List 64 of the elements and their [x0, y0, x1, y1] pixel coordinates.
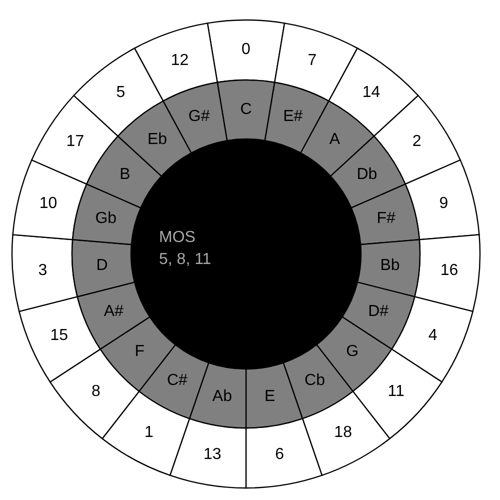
- note-name: Bb: [380, 256, 400, 275]
- inner-ring-segment: [71, 183, 142, 246]
- outer-ring-segment: [404, 159, 481, 241]
- segment-number: 16: [440, 262, 458, 280]
- segment-number: 6: [275, 446, 284, 464]
- note-name: F#: [376, 210, 396, 228]
- segment-number: 15: [50, 326, 68, 345]
- note-name: E#: [283, 108, 303, 126]
- note-name: Cb: [304, 372, 325, 390]
- outer-ring-segment: [301, 390, 391, 477]
- inner-ring-segment: [138, 343, 210, 420]
- note-name: G: [346, 342, 359, 361]
- segment-number: 1: [144, 424, 154, 442]
- note-name: D: [96, 256, 108, 275]
- note-name: F: [134, 342, 145, 361]
- inner-ring-segment: [188, 361, 248, 429]
- inner-ring-segment: [71, 238, 136, 298]
- note-name: A: [329, 130, 340, 149]
- center-heading: MOS: [159, 228, 196, 248]
- segment-number: 12: [170, 52, 189, 70]
- outer-ring-segment: [18, 295, 102, 383]
- note-name: Gb: [95, 210, 117, 228]
- outer-ring-segment: [101, 390, 191, 477]
- note-name: D#: [368, 303, 389, 322]
- note-name: C#: [167, 372, 188, 390]
- outer-ring-segment: [30, 94, 119, 186]
- inner-ring-segment: [329, 135, 407, 209]
- segment-number: 7: [308, 52, 317, 70]
- center-text: 5, 8, 11: [159, 250, 212, 270]
- inner-ring-segment: [356, 238, 421, 298]
- segment-number: 14: [362, 84, 380, 102]
- segment-number: 5: [116, 84, 126, 102]
- note-name: C: [240, 100, 252, 118]
- outer-ring-segment: [11, 233, 79, 313]
- segment-number: 3: [38, 262, 48, 280]
- segment-number: 2: [412, 133, 422, 152]
- outer-ring-segment: [206, 19, 286, 84]
- segment-number: 11: [388, 383, 404, 402]
- outer-ring-segment: [390, 295, 474, 383]
- outer-ring-segment: [169, 417, 248, 489]
- inner-ring-segment: [263, 81, 330, 154]
- inner-ring-segment: [245, 361, 304, 429]
- inner-ring-segment: [350, 183, 421, 246]
- segment-number: 9: [439, 194, 448, 213]
- outer-ring-segment: [413, 233, 481, 313]
- note-name: B: [120, 166, 130, 184]
- note-name: G#: [188, 108, 210, 126]
- note-name: Ab: [212, 388, 232, 406]
- note-name: A#: [104, 303, 124, 322]
- note-name: E: [264, 388, 276, 406]
- segment-number: 17: [66, 133, 84, 152]
- segment-number: 18: [334, 424, 352, 442]
- segment-number: 10: [39, 194, 58, 213]
- segment-number: 0: [242, 41, 250, 59]
- segment-number: 4: [428, 326, 438, 345]
- outer-ring-segment: [11, 159, 88, 241]
- outer-ring-segment: [273, 22, 359, 102]
- outer-ring-segment: [133, 22, 219, 102]
- outer-ring-segment: [245, 417, 323, 489]
- note-name: Db: [356, 166, 378, 184]
- segment-number: 13: [204, 446, 222, 464]
- inner-ring-segment: [216, 79, 276, 142]
- segment-number: 8: [91, 383, 100, 402]
- note-name: Eb: [147, 130, 168, 149]
